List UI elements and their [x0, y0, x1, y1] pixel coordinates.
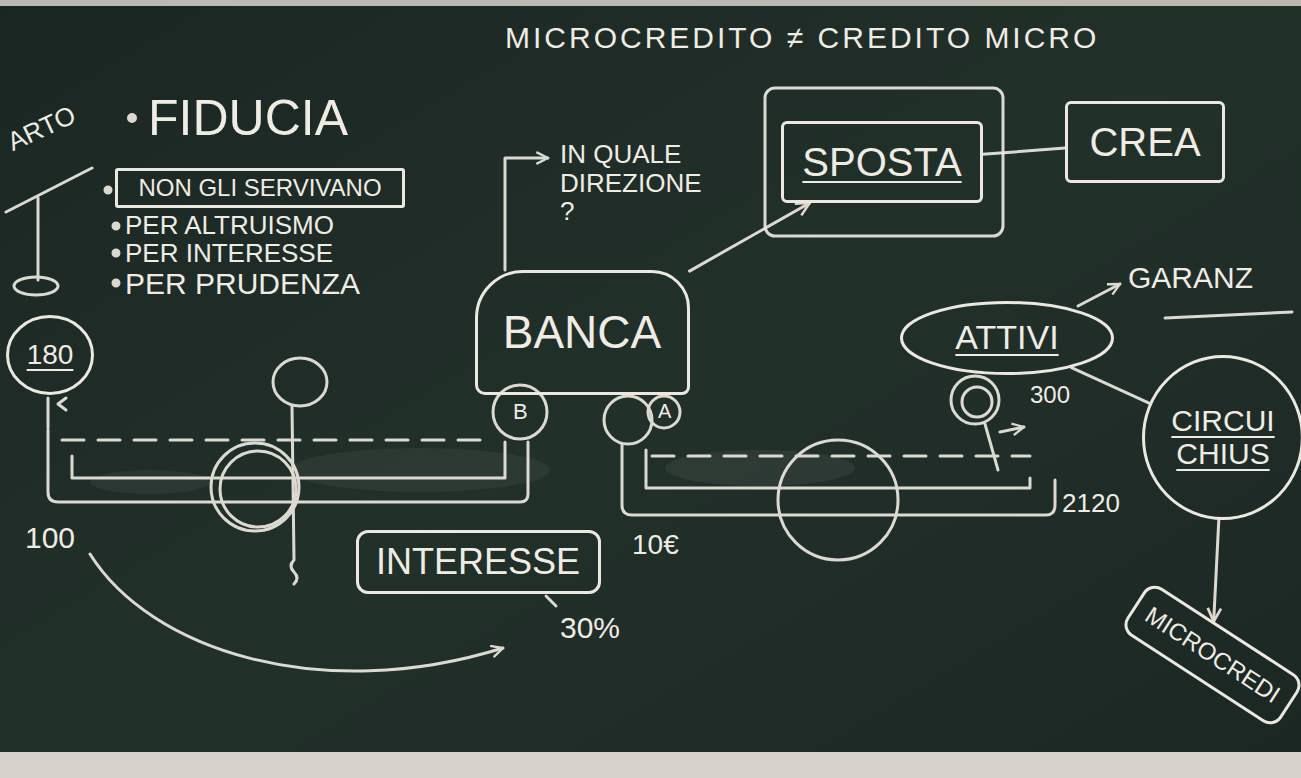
bullet-dot [105, 187, 111, 193]
amount-number: 10€ [632, 530, 679, 559]
small-arrow [1000, 427, 1024, 432]
chalk-strokes [6, 88, 1292, 671]
person-head [951, 376, 999, 424]
flow-circle [220, 451, 296, 527]
circuit-circle: CIRCUI CHIUS [1142, 355, 1301, 520]
connector-line [982, 148, 1065, 154]
underline-stroke [1165, 312, 1292, 318]
erased-smudge [290, 448, 550, 492]
question-note: IN QUALE DIREZIONE ? [560, 140, 702, 226]
leader-arrow [1078, 284, 1120, 306]
connector-line [1214, 519, 1219, 621]
list-item: PER PRUDENZA [125, 268, 360, 300]
person-head-scribble [962, 387, 992, 417]
outline-ellipse [8, 317, 93, 394]
partial-word: ARTO [4, 101, 80, 156]
person-head [273, 358, 327, 406]
person-body [291, 406, 297, 584]
outer-frame [765, 88, 1003, 236]
node-text: INTERESSE [376, 542, 580, 582]
bullet-dot [113, 250, 119, 256]
leader-arrow [505, 158, 548, 270]
node-text: ATTIVI [955, 319, 1058, 356]
node-text: 180 [27, 340, 74, 371]
board-top-frame [0, 0, 1301, 6]
node-text: CREA [1089, 120, 1200, 164]
bank-box: BANCA [475, 270, 690, 395]
assets-oval: ATTIVI [900, 301, 1114, 375]
node-text: SPOSTA [802, 140, 961, 184]
flow-circle [211, 443, 299, 531]
list-item: PER INTERESSE [125, 240, 333, 267]
node-text: MICROCREDI [1140, 602, 1284, 708]
person-body [985, 424, 998, 470]
vertical-stroke [37, 198, 40, 280]
bullet-dot [129, 115, 136, 122]
board-bottom-frame [0, 752, 1301, 778]
node-text: NON GLI SERVIVANO [138, 175, 381, 201]
amount-number: 100 [25, 522, 75, 554]
dashed-line [62, 439, 482, 442]
rate-number: 30% [560, 612, 620, 644]
list-item: PER ALTRUISMO [125, 212, 334, 239]
stem-stroke [47, 398, 50, 428]
key-word: FIDUCIA [148, 92, 348, 145]
wheel-letter: A [658, 401, 671, 422]
connector-line [1071, 368, 1149, 404]
amount-number: 300 [1030, 382, 1070, 407]
bank-wheel [648, 396, 680, 428]
flow-circle [778, 440, 898, 560]
bullet-dot [113, 223, 119, 229]
outline-ellipse [902, 303, 1113, 374]
slash-stroke [6, 168, 92, 212]
interest-box: INTERESSE [356, 530, 601, 594]
process-box: CREA [1065, 101, 1225, 183]
bullet-dot [113, 280, 119, 286]
heading-note: MICROCREDITO ≠ CREDITO MICRO [505, 22, 1099, 54]
erased-smudge [90, 470, 210, 494]
pipe-outer [622, 444, 1055, 515]
partial-word: GARANZ [1128, 262, 1253, 294]
node-text: CIRCUI CHIUS [1171, 404, 1274, 470]
node-text: BANCA [503, 307, 661, 358]
process-box: SPOSTA [781, 121, 982, 203]
loop-stroke [14, 277, 58, 295]
outline-ellipse [1144, 356, 1301, 518]
microcredit-box: MICROCREDI [1119, 580, 1301, 729]
wheel-letter: B [513, 400, 528, 423]
leader-line [546, 596, 556, 606]
circle-node: 180 [6, 315, 94, 395]
boxed-note: NON GLI SERVIVANO [115, 168, 405, 208]
amount-number: 2120 [1062, 490, 1120, 517]
pipe-inner [646, 450, 1030, 488]
bank-wheel [604, 396, 652, 444]
dashed-line [652, 455, 1030, 458]
small-arrow [58, 398, 66, 410]
connector-line [690, 203, 810, 271]
